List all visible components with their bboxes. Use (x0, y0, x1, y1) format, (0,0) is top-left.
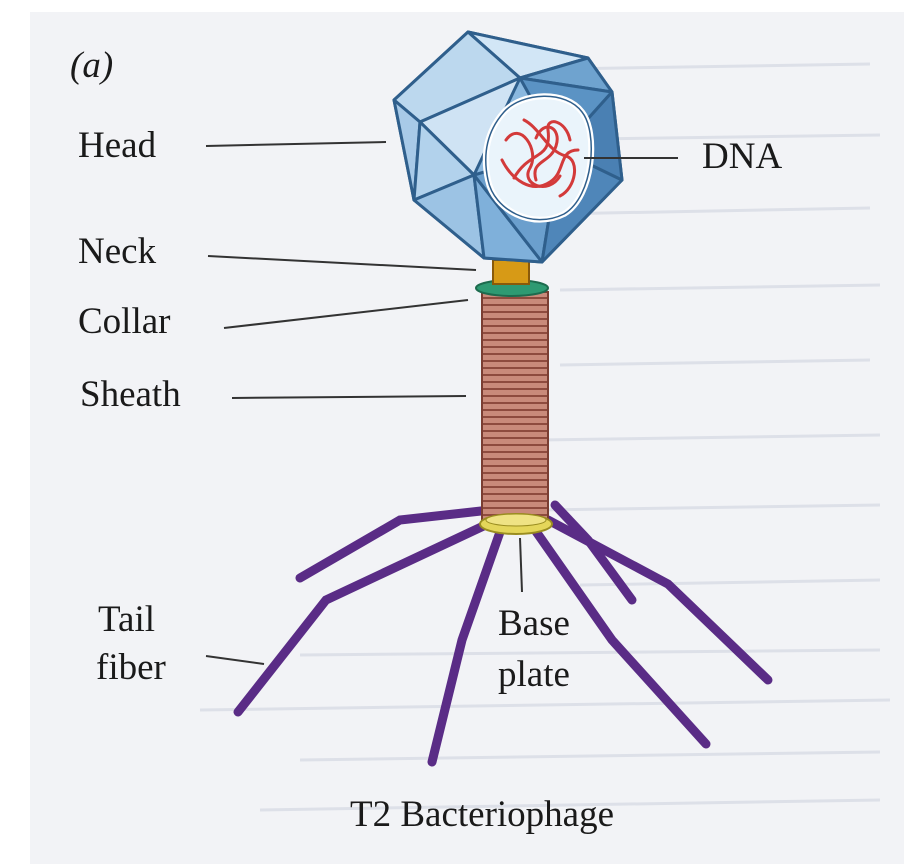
tail-fiber-label-line2: fiber (96, 648, 166, 688)
sheath-label: Sheath (80, 375, 181, 415)
dna-label: DNA (702, 137, 782, 177)
head-label: Head (78, 126, 156, 166)
base-plate-label-line2: plate (498, 655, 570, 695)
figure-caption: T2 Bacteriophage (350, 795, 614, 835)
collar-label: Collar (78, 302, 170, 342)
dna-core (486, 96, 592, 219)
base-plate (480, 514, 552, 534)
tail-fiber-label-line1: Tail (98, 600, 155, 640)
base-plate-label-line1: Base (498, 604, 570, 644)
tail-sheath (482, 292, 548, 520)
neck (493, 260, 529, 284)
neck-label: Neck (78, 232, 156, 272)
panel-label: (a) (70, 46, 113, 86)
